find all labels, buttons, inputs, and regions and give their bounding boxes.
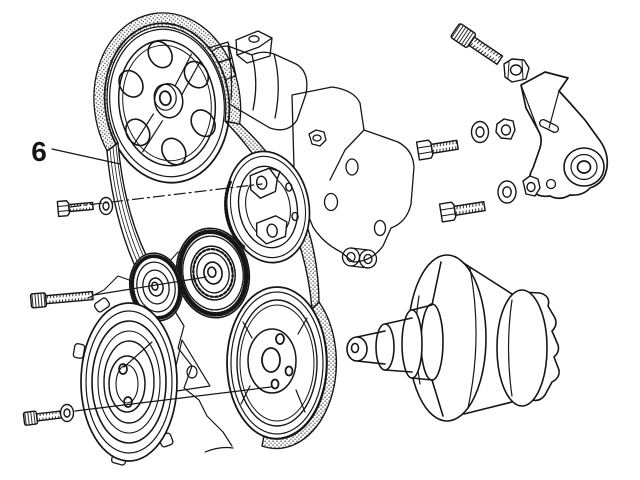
cover-plate <box>72 297 178 466</box>
washer-left <box>98 196 114 216</box>
bracket-slot <box>539 119 559 133</box>
nut-upper <box>495 118 516 140</box>
pulley-holes <box>118 40 216 166</box>
socket-head-bolt-short <box>22 409 65 426</box>
crank-pulley-hub <box>247 328 297 394</box>
idler-pulley <box>128 252 184 322</box>
engine-casting <box>87 30 415 453</box>
water-pump-pulley <box>224 150 311 264</box>
crankshaft <box>346 254 560 422</box>
hex-bolt-left <box>56 200 94 218</box>
washer-upper <box>470 120 490 144</box>
adjuster-bracket <box>520 71 609 200</box>
crank-counterweight-rear <box>496 289 548 407</box>
leader-lines <box>51 148 272 412</box>
socket-head-bolt-long <box>29 290 94 309</box>
leader-crank-hub <box>74 386 272 412</box>
washer-bottom-left <box>59 403 75 423</box>
callout-leader <box>51 148 121 165</box>
leader-tensioner <box>93 276 207 296</box>
tensioner-pulley <box>175 227 251 319</box>
callout-label-6: 6 <box>31 136 47 167</box>
engine-bracket <box>291 86 415 269</box>
crank-nose-tip <box>346 336 368 362</box>
pulley-lug-bottom <box>255 215 288 245</box>
nut-top <box>503 58 530 83</box>
centerline-dashdot <box>69 183 263 208</box>
bracket-boss <box>563 147 605 187</box>
leader-cover <box>123 341 153 368</box>
nut-lower <box>522 175 541 197</box>
belt-crank-wrap <box>261 301 338 450</box>
hex-bolt-lower <box>438 200 486 223</box>
cover-hub <box>108 355 146 413</box>
socket-head-bolt-top <box>450 23 504 66</box>
washer-lower <box>497 180 517 204</box>
pump-pulley <box>93 12 242 184</box>
hex-bolt-upper <box>415 139 459 161</box>
